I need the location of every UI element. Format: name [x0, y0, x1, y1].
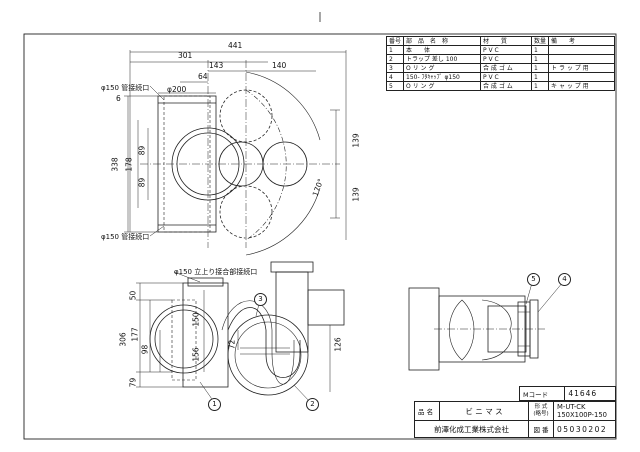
- dim-139b: 139: [351, 187, 361, 202]
- model-value: M-UT-CK 150X100P-150: [553, 401, 616, 421]
- company-name: 前澤化成工業株式会社: [414, 420, 529, 438]
- sheet-border: [23, 33, 617, 440]
- m-code-block: Mコード 41646: [518, 386, 616, 401]
- cell: [548, 54, 615, 64]
- m-code-value: 41646: [564, 386, 616, 401]
- dim-301: 301: [178, 51, 193, 60]
- dim-phi200: φ200: [167, 85, 187, 94]
- cell: 4: [385, 72, 405, 82]
- dim-177: 177: [130, 327, 140, 342]
- cell: ト ラ ッ プ 用: [548, 63, 615, 73]
- model-label: 形 式 (略号): [528, 401, 554, 421]
- cell: [548, 72, 615, 82]
- label-pipe-bottom: φ150 管接続口: [101, 233, 150, 241]
- dim-140: 140: [272, 61, 287, 70]
- cell: P V C: [480, 54, 533, 64]
- dim-126: 126: [333, 337, 343, 352]
- dim-89a: 89: [137, 145, 147, 156]
- cell: 合 成 ゴ ム: [480, 81, 533, 91]
- balloon-5: 5: [527, 273, 540, 286]
- cell: 合 成 ゴ ム: [480, 63, 533, 73]
- m-code-label: Mコード: [518, 386, 566, 401]
- cell: キ ャ ッ プ 用: [548, 81, 615, 91]
- balloon-2: 2: [306, 398, 319, 411]
- dim-338: 338: [110, 157, 120, 172]
- balloon-1: 1: [208, 398, 221, 411]
- dim-441: 441: [228, 41, 243, 50]
- name-label: 品 名: [414, 401, 440, 421]
- cell: 1: [531, 45, 550, 55]
- cell: 1: [531, 72, 550, 82]
- model-value-line2: 150X100P-150: [557, 411, 607, 419]
- dim-150: 150: [191, 312, 201, 327]
- cell: 1: [531, 63, 550, 73]
- header-qty: 数量: [531, 36, 550, 46]
- top-view: [124, 50, 347, 256]
- dim-139a: 139: [351, 133, 361, 148]
- balloon-3: 3: [254, 293, 267, 306]
- cell: 5: [385, 81, 405, 91]
- drawing-no-label: 図 番: [528, 420, 554, 438]
- cell: 3: [385, 63, 405, 73]
- balloon-4: 4: [558, 273, 571, 286]
- cell: O リ ン グ: [403, 81, 482, 91]
- header-no: 番号: [385, 36, 405, 46]
- label-top-port: φ150 立上り接合部接続口: [174, 268, 258, 276]
- dim-6: 6: [116, 94, 121, 103]
- cell: 150- ﾌﾀｷｬｯﾌﾟ φ150: [403, 72, 482, 82]
- header-remarks: 備 考: [548, 36, 615, 46]
- header-material: 材 質: [480, 36, 533, 46]
- cell: 2: [385, 54, 405, 64]
- dim-98: 98: [140, 344, 150, 355]
- dim-79: 79: [128, 377, 138, 388]
- cell: 1: [385, 45, 405, 55]
- cell: 1: [531, 54, 550, 64]
- parts-table-header: 番号 部 品 名 称 材 質 数量 備 考: [385, 36, 615, 46]
- cell: O リ ン グ: [403, 63, 482, 73]
- title-block: 品 名 ビ ニ マ ス 形 式 (略号) M-UT-CK 150X100P-15…: [414, 401, 616, 438]
- dim-143: 143: [209, 61, 224, 70]
- model-label-line1: 形 式: [534, 404, 548, 410]
- dim-156: 156: [191, 347, 201, 362]
- cell: [548, 45, 615, 55]
- cell: P V C: [480, 45, 533, 55]
- label-pipe-top: φ150 管接続口: [101, 84, 150, 92]
- dim-89b: 89: [137, 177, 147, 188]
- cell: 本 体: [403, 45, 482, 55]
- dim-64: 64: [198, 72, 208, 81]
- header-name: 部 品 名 称: [403, 36, 482, 46]
- cell: 1: [531, 81, 550, 91]
- side-view: [136, 261, 345, 403]
- model-value-line1: M-UT-CK: [557, 403, 586, 411]
- detail-view: [408, 281, 564, 371]
- product-name: ビ ニ マ ス: [439, 401, 529, 421]
- dim-72: 72: [227, 339, 237, 350]
- drawing-number: 05030202: [553, 420, 616, 438]
- dim-50: 50: [128, 290, 138, 301]
- cell: トラップ 差し 100: [403, 54, 482, 64]
- model-label-line2: (略号): [533, 411, 549, 417]
- dim-178: 178: [124, 157, 134, 172]
- cell: P V C: [480, 72, 533, 82]
- dim-306: 306: [118, 332, 128, 347]
